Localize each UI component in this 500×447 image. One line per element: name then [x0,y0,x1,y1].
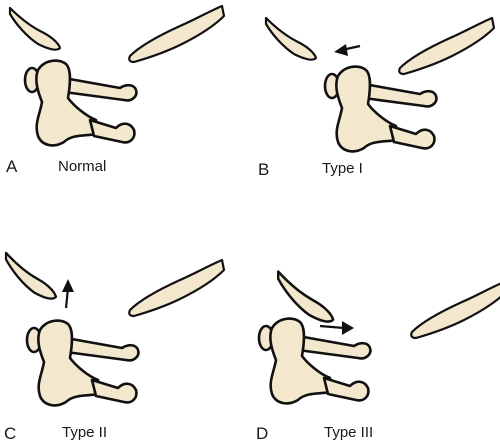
panel-letter: C [4,424,17,443]
right-canal-wall [398,16,496,76]
arrow-left-icon [334,44,361,56]
panel-c-type-ii: C Type II [0,224,250,447]
panel-b-type-i: B Type I [250,0,500,223]
right-canal-wall [410,280,500,340]
panel-b-illustration [264,16,496,153]
arrow-right-icon [319,321,354,335]
left-canal-wall [276,270,335,323]
panel-caption: Type III [324,424,374,441]
panel-d-type-iii: D Type III [250,224,500,447]
panel-caption: Type II [62,424,108,441]
panel-c-illustration [4,251,226,407]
panel-a-illustration [8,4,226,147]
panel-letter: A [6,157,18,176]
left-canal-wall [8,6,62,51]
ossicular-chain [23,59,138,147]
ossicular-chain [257,317,372,405]
panel-letter: D [256,424,269,443]
panel-a-normal: A Normal [0,0,250,223]
panel-caption: Type I [322,160,363,177]
panel-letter: B [258,160,270,179]
panel-caption: Normal [58,158,107,175]
panel-d-illustration [257,270,500,405]
left-canal-wall [4,251,58,300]
ossicular-chain [323,65,438,153]
right-canal-wall [128,4,226,64]
right-canal-wall [128,258,226,318]
arrow-up-icon [62,279,74,309]
left-canal-wall [264,16,318,61]
ossicular-chain [25,319,140,407]
